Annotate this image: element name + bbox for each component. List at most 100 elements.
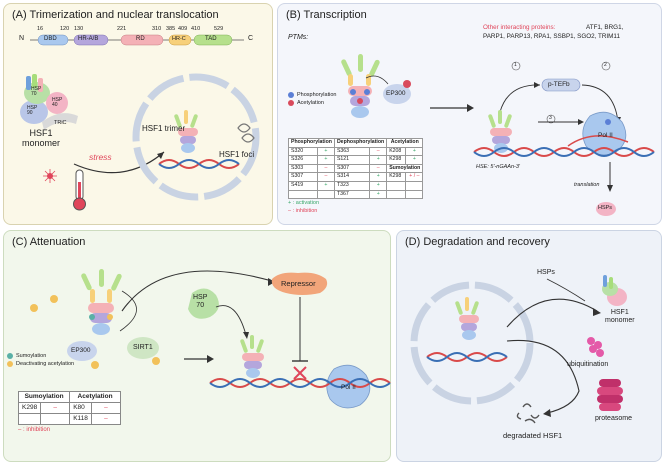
table-cell: S307 — [333, 163, 371, 174]
table-cell: – — [40, 402, 71, 414]
domain-rd-label: RD — [136, 36, 145, 42]
ep300-blob — [67, 341, 97, 361]
table-row: S307– S314+ K298+ / – — [288, 172, 424, 182]
repressor-blob — [271, 272, 328, 295]
polii-label: Pol II — [598, 132, 613, 139]
other-proteins-line2: PARP1, PARP13, RPA1, SSBP1, SGO2, TRIM11 — [483, 33, 620, 40]
ptm-header-acet: Acetylation — [386, 138, 424, 148]
legend-phosphorylation: Phosphorylation — [297, 92, 337, 98]
thermometer-icon — [43, 169, 86, 211]
inhibition-legend: – : inhibition — [288, 208, 318, 214]
domain-tad-label: TAD — [205, 36, 217, 42]
table-row: S419+ T323+ — [288, 180, 424, 191]
domain-hrc — [168, 34, 192, 46]
table-row: S326+ S121+ K298+ — [288, 155, 424, 165]
table-cell: – — [90, 413, 121, 425]
degraded-label: degradated HSF1 — [503, 431, 563, 440]
table-cell: K118 — [69, 413, 92, 425]
pos-16: 16 — [37, 26, 44, 32]
table-cell: S320 — [288, 146, 318, 157]
dna-icon — [209, 378, 391, 388]
c-terminus-label: C — [248, 35, 254, 42]
domain-rd — [120, 34, 164, 46]
hsf1-trimer — [174, 110, 198, 153]
table-cell — [405, 189, 424, 200]
foci-label: HSF1 foci — [219, 150, 255, 159]
table-cell: S363 — [333, 146, 371, 157]
hsp70-label: HSP 70 — [193, 294, 208, 309]
table-row: T367+ — [288, 189, 424, 200]
pos-529: 529 — [214, 26, 224, 32]
step-1: 1 — [514, 62, 517, 68]
panel-b-graphics — [288, 54, 655, 216]
table-cell: + — [369, 155, 388, 165]
table-row: K298– K80– — [17, 402, 121, 414]
ubiquitin-icon — [587, 337, 604, 357]
panel-d-graphics — [410, 275, 627, 424]
stress-label: stress — [89, 152, 112, 162]
table-cell: + — [405, 155, 424, 165]
ptm-header-dephos: Dephosphorylation — [333, 138, 388, 148]
hsps-label: HSPs — [598, 205, 613, 211]
ptefb-box — [541, 78, 581, 92]
table-row: S320+ S363– K208+ — [288, 146, 424, 157]
att-header-sumo: Sumoylation — [17, 391, 71, 403]
table-row: K118– — [17, 413, 121, 425]
table-cell: K208 — [386, 146, 407, 157]
table-cell: – — [316, 172, 335, 182]
table-cell — [386, 180, 407, 191]
legend-sumoylation: Sumoylation — [16, 353, 47, 359]
table-cell: T323 — [333, 180, 371, 191]
panel-attenuation: (C) Attenuation — [3, 230, 391, 462]
chaperone-complex — [20, 74, 78, 130]
pos-409: 409 — [178, 26, 188, 32]
table-cell — [405, 180, 424, 191]
ptefb-label: p-TEFb — [548, 81, 570, 88]
panel-d-title: (D) Degradation and recovery — [405, 236, 550, 248]
table-cell: – — [369, 146, 388, 157]
table-cell — [17, 413, 42, 425]
table-cell: – — [316, 163, 335, 174]
hsp90-label: HSP 90 — [27, 105, 38, 116]
legend-deactivating-acetylation: Deactivating acetylation — [16, 361, 75, 367]
pos-410: 410 — [191, 26, 201, 32]
table-cell — [40, 413, 71, 425]
panel-c-graphics — [7, 269, 391, 409]
polymerase-icon — [326, 364, 371, 409]
hsp70-label: HSP 70 — [31, 86, 42, 97]
proteasome-label: proteasome — [595, 415, 632, 422]
ptms-label: PTMs: — [288, 34, 309, 41]
domain-tad — [193, 34, 233, 46]
table-cell: + — [369, 189, 388, 200]
hsp40-label: HSP 40 — [52, 97, 63, 108]
pos-385: 385 — [166, 26, 176, 32]
table-cell: K298 — [386, 172, 407, 182]
ptm-header-phos: Phosphorylation — [288, 138, 335, 148]
table-cell: S419 — [288, 180, 318, 191]
table-cell: S121 — [333, 155, 371, 165]
table-cell: + — [405, 146, 424, 157]
hsps-blob — [596, 202, 616, 216]
table-cell: + — [369, 180, 388, 191]
table-cell: S314 — [333, 172, 371, 182]
repressor-label: Repressor — [281, 279, 316, 288]
ptm-table: Phosphorylation Dephosphorylation Acetyl… — [288, 138, 424, 200]
table-cell: + — [369, 172, 388, 182]
hsf1-trimer — [455, 297, 479, 340]
panel-a-title: (A) Trimerization and nuclear translocat… — [12, 9, 219, 21]
other-proteins-line1: ATF1, BRG1, — [586, 24, 624, 31]
table-cell: – — [90, 402, 121, 414]
dna-icon — [158, 159, 240, 169]
domain-dbd — [37, 34, 69, 46]
hsf1-monomer — [602, 275, 627, 306]
pos-120: 120 — [60, 26, 70, 32]
monomer-label: HSF1 monomer — [605, 309, 635, 324]
domain-dbd-label: DBD — [44, 36, 57, 42]
ubiquitination-label: ubiquitination — [567, 361, 609, 368]
hsps-label: HSPs — [537, 269, 555, 276]
monomer-label: HSF1 monomer — [22, 128, 61, 148]
polymerase-icon — [582, 111, 627, 156]
table-cell — [288, 189, 318, 200]
other-proteins-title: Other interacting proteins: — [483, 24, 556, 31]
dna-icon — [426, 352, 508, 362]
